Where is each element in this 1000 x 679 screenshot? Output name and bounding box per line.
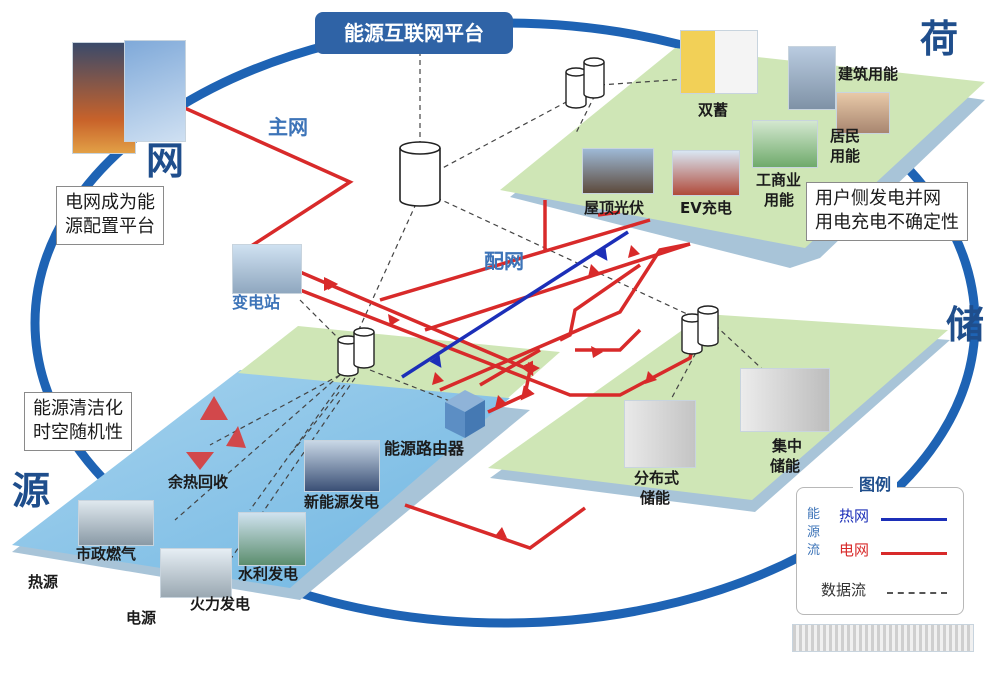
storage-cylinders-source-icon xyxy=(337,327,375,377)
legend-power-line xyxy=(881,552,947,555)
substation-photo xyxy=(232,244,302,294)
municipal-gas-photo xyxy=(78,500,154,546)
power-arrows xyxy=(326,245,657,538)
centralized-storage-label-2: 储能 xyxy=(770,457,801,475)
heat-arrow-1 xyxy=(429,354,442,368)
hydro-label: 水利发电 xyxy=(238,565,299,583)
legend-data-line xyxy=(887,592,947,594)
heat-line xyxy=(401,230,629,379)
distributed-storage-label-2: 储能 xyxy=(640,489,671,507)
grid-note-line1: 电网成为能 xyxy=(65,192,155,213)
distributed-storage-photo xyxy=(624,400,696,468)
heat-arrow-2 xyxy=(595,247,608,261)
region-load-title: 荷 xyxy=(920,17,959,61)
heat-source-label: 热源 xyxy=(28,573,59,591)
thermal-photo xyxy=(160,548,232,598)
dual-storage-label: 双蓄 xyxy=(698,101,729,119)
source-note-box: 能源清洁化 时空随机性 xyxy=(24,392,132,451)
ev-charging-photo xyxy=(672,150,740,196)
legend-side-char-1: 能 xyxy=(807,507,821,522)
centralized-storage-photo xyxy=(740,368,830,432)
legend-title: 图例 xyxy=(853,475,898,495)
storage-cylinders-top-icon xyxy=(565,57,605,109)
power-tower-photo-2 xyxy=(124,40,186,142)
energy-router-icon xyxy=(445,390,485,438)
router-label: 能源路由器 xyxy=(384,439,465,458)
rooftop-pv-label: 屋顶光伏 xyxy=(584,199,645,217)
legend-heat-label: 热网 xyxy=(839,507,870,525)
database-icon xyxy=(399,141,441,207)
storage-plane xyxy=(488,314,948,500)
grid-note-box: 电网成为能 源配置平台 xyxy=(56,186,164,245)
centralized-storage-label-1: 集中 xyxy=(772,437,803,455)
legend-data-label: 数据流 xyxy=(821,581,867,599)
main-grid-label: 主网 xyxy=(268,115,308,139)
legend-power-label: 电网 xyxy=(839,541,870,559)
rooftop-pv-photo xyxy=(582,148,654,194)
load-note-line2: 用电充电不确定性 xyxy=(815,212,959,234)
building-photo xyxy=(788,46,836,110)
distributed-storage-label-1: 分布式 xyxy=(634,469,680,487)
grid-note-line2: 源配置平台 xyxy=(65,216,155,238)
legend-side-char-3: 流 xyxy=(807,543,821,558)
power-lines xyxy=(139,86,702,550)
legend-heat-line xyxy=(881,518,947,521)
storage-cylinders-mid-icon xyxy=(681,305,719,355)
load-note-line1: 用户侧发电并网 xyxy=(815,188,941,209)
distribution-grid-label: 配网 xyxy=(484,249,524,273)
substation-label: 变电站 xyxy=(232,293,281,312)
building-label: 建筑用能 xyxy=(838,65,899,83)
residential-label-2: 用能 xyxy=(830,147,861,165)
legend-side-char-2: 源 xyxy=(807,525,821,540)
region-storage-title: 储 xyxy=(946,303,985,347)
thermal-label: 火力发电 xyxy=(190,595,251,613)
load-note-box: 用户侧发电并网 用电充电不确定性 xyxy=(806,182,968,241)
source-plane-green xyxy=(238,326,560,398)
dual-storage-photo xyxy=(680,30,758,94)
ev-charging-label: EV充电 xyxy=(680,199,732,217)
industrial-label-2: 用能 xyxy=(764,191,795,209)
new-energy-label: 新能源发电 xyxy=(304,493,380,511)
power-source-label: 电源 xyxy=(126,609,157,627)
region-grid-title: 网 xyxy=(146,139,185,183)
residential-photo xyxy=(836,92,890,134)
platform-title: 能源互联网平台 xyxy=(315,12,513,54)
new-energy-photo xyxy=(304,440,380,492)
legend: 图例 能 源 流 热网 电网 数据流 xyxy=(796,475,964,615)
recycle-icon xyxy=(186,396,246,470)
waste-heat-label: 余热回收 xyxy=(168,473,229,491)
hydro-photo xyxy=(238,512,306,566)
industrial-photo xyxy=(752,120,818,168)
region-source-title: 源 xyxy=(12,469,51,513)
footer-strip-photo xyxy=(792,624,974,652)
industrial-label-1: 工商业 xyxy=(756,171,802,189)
source-note-line1: 能源清洁化 xyxy=(33,398,123,419)
source-note-line2: 时空随机性 xyxy=(33,422,123,444)
residential-label-1: 居民 xyxy=(830,127,861,145)
municipal-gas-label: 市政燃气 xyxy=(76,545,137,563)
